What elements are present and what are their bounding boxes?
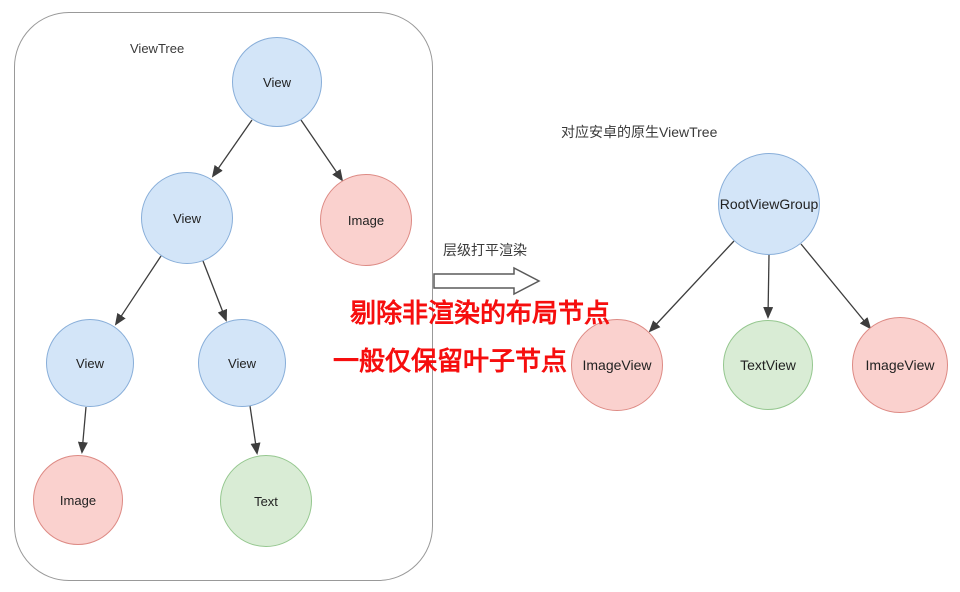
- annotation-line-1: 剔除非渲染的布局节点: [350, 299, 611, 328]
- left-tree-title: ViewTree: [130, 41, 185, 56]
- node-label: RootViewGroup: [719, 196, 819, 212]
- node-view-root: View: [232, 37, 322, 127]
- edge-view3a-to-image4: [77, 406, 88, 454]
- node-label: View: [76, 355, 104, 371]
- node-rootviewgroup: RootViewGroup: [718, 153, 820, 255]
- edge-root-to-image2: [300, 119, 344, 182]
- node-imageview-a: ImageView: [571, 319, 663, 411]
- edge-view2-to-view3b: [202, 260, 228, 322]
- node-label: View: [173, 210, 201, 226]
- node-view-l3a: View: [46, 319, 134, 407]
- edge-view2-to-view3a: [114, 255, 162, 326]
- node-image-l4: Image: [33, 455, 123, 545]
- right-tree-title: 对应安卓的原生ViewTree: [561, 124, 718, 140]
- node-image-l2: Image: [320, 174, 412, 266]
- annotation-line-2: 一般仅保留叶子节点: [333, 347, 568, 376]
- flatten-arrow-icon: [433, 266, 541, 296]
- node-view-l3b: View: [198, 319, 286, 407]
- node-label: ImageView: [582, 357, 652, 373]
- node-label: Image: [347, 212, 385, 228]
- viewtree-container-box: [14, 12, 433, 581]
- edge-rootgroup-to-imageview-b: [800, 243, 872, 330]
- node-textview: TextView: [723, 320, 813, 410]
- node-label: Image: [59, 492, 97, 508]
- node-label: TextView: [740, 357, 796, 373]
- node-label: Text: [254, 493, 278, 509]
- edge-rootgroup-to-imageview-a: [648, 240, 735, 333]
- node-label: ImageView: [865, 357, 935, 373]
- node-label: View: [263, 74, 291, 90]
- flatten-arrow-label: 层级打平渲染: [443, 242, 527, 258]
- node-text-l4: Text: [220, 455, 312, 547]
- edge-root-to-view2: [211, 119, 253, 178]
- edge-view3b-to-text4: [249, 405, 261, 455]
- node-imageview-b: ImageView: [852, 317, 948, 413]
- edge-rootgroup-to-textview: [763, 254, 774, 319]
- node-label: View: [228, 355, 256, 371]
- node-view-l2: View: [141, 172, 233, 264]
